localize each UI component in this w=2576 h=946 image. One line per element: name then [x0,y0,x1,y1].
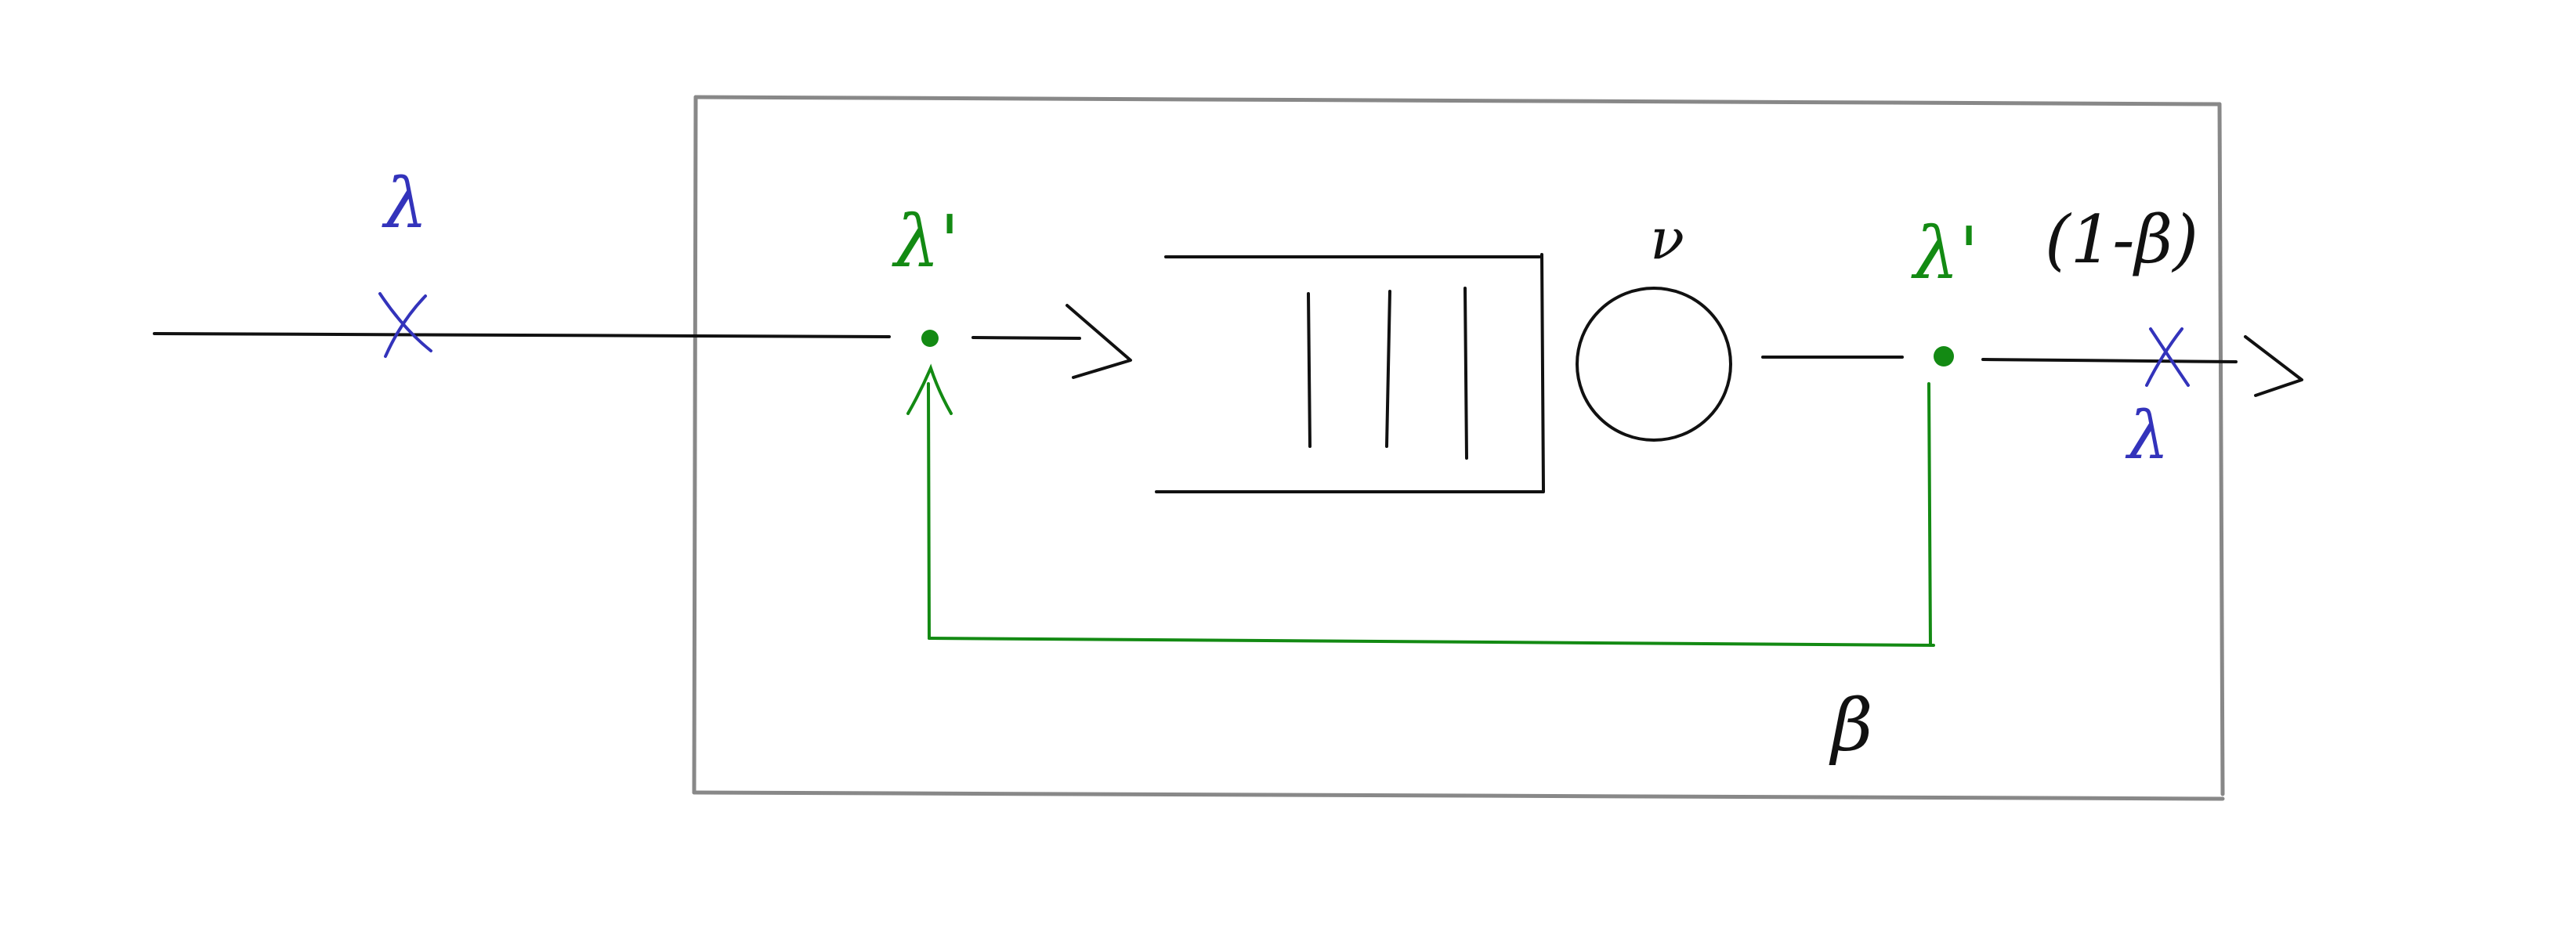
queue-buffer-icon [1155,253,1545,493]
queue-input-arrow [971,304,1132,379]
feedback-probability-label: β [1829,684,1872,767]
system-boundary-box [692,95,2225,801]
internal-rate-in-label: λ' [891,200,960,283]
exit-probability-label: (1-β) [2045,201,2198,278]
arrival-rate-label: λ [382,163,428,244]
entry-junction-dot-icon [921,330,939,347]
exit-junction-dot-icon [1934,346,1954,366]
departure-line [1981,358,2238,363]
departure-cross-icon [2145,327,2190,387]
arrival-cross-icon [378,292,432,358]
service-rate-label: ν [1650,206,1684,272]
departure-arrowhead [2244,335,2303,397]
server-circle-icon [1576,287,1732,442]
arrival-line [153,332,891,338]
departure-rate-label: λ [2125,397,2169,474]
internal-rate-out-label: λ' [1910,211,1979,295]
feedback-loop [906,363,1935,647]
